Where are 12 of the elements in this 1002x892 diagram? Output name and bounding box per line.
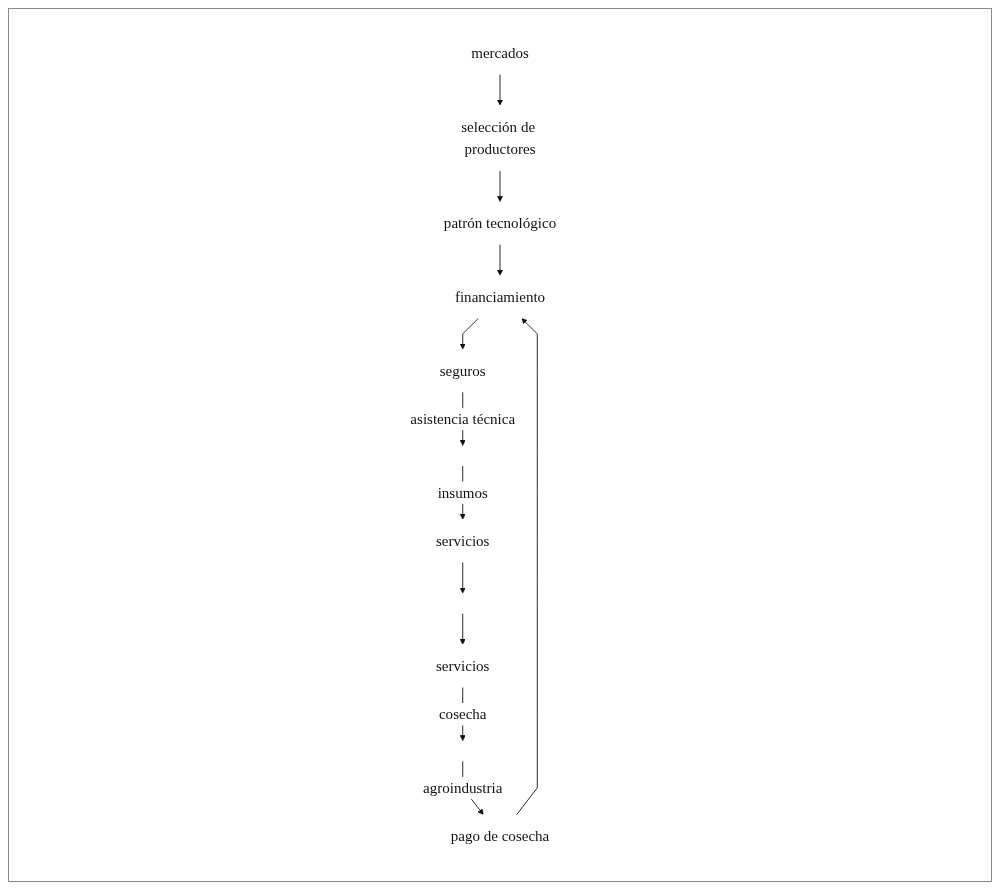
edge-label: insumos (438, 481, 489, 505)
node-label: selección de productores (461, 118, 536, 159)
edge-label: agroindustria (423, 777, 503, 800)
node-label: pago de cosecha (451, 828, 550, 846)
node-label: mercados (471, 44, 530, 62)
edge-label: asistencia técnica (410, 408, 516, 431)
node-label: servicios (436, 657, 490, 675)
node-label: financiamiento (455, 288, 546, 306)
node-label: patrón tecnológico (444, 215, 557, 233)
edge-label: cosecha (439, 703, 487, 726)
node-label: seguros (440, 362, 487, 380)
node-label: servicios (436, 532, 490, 550)
